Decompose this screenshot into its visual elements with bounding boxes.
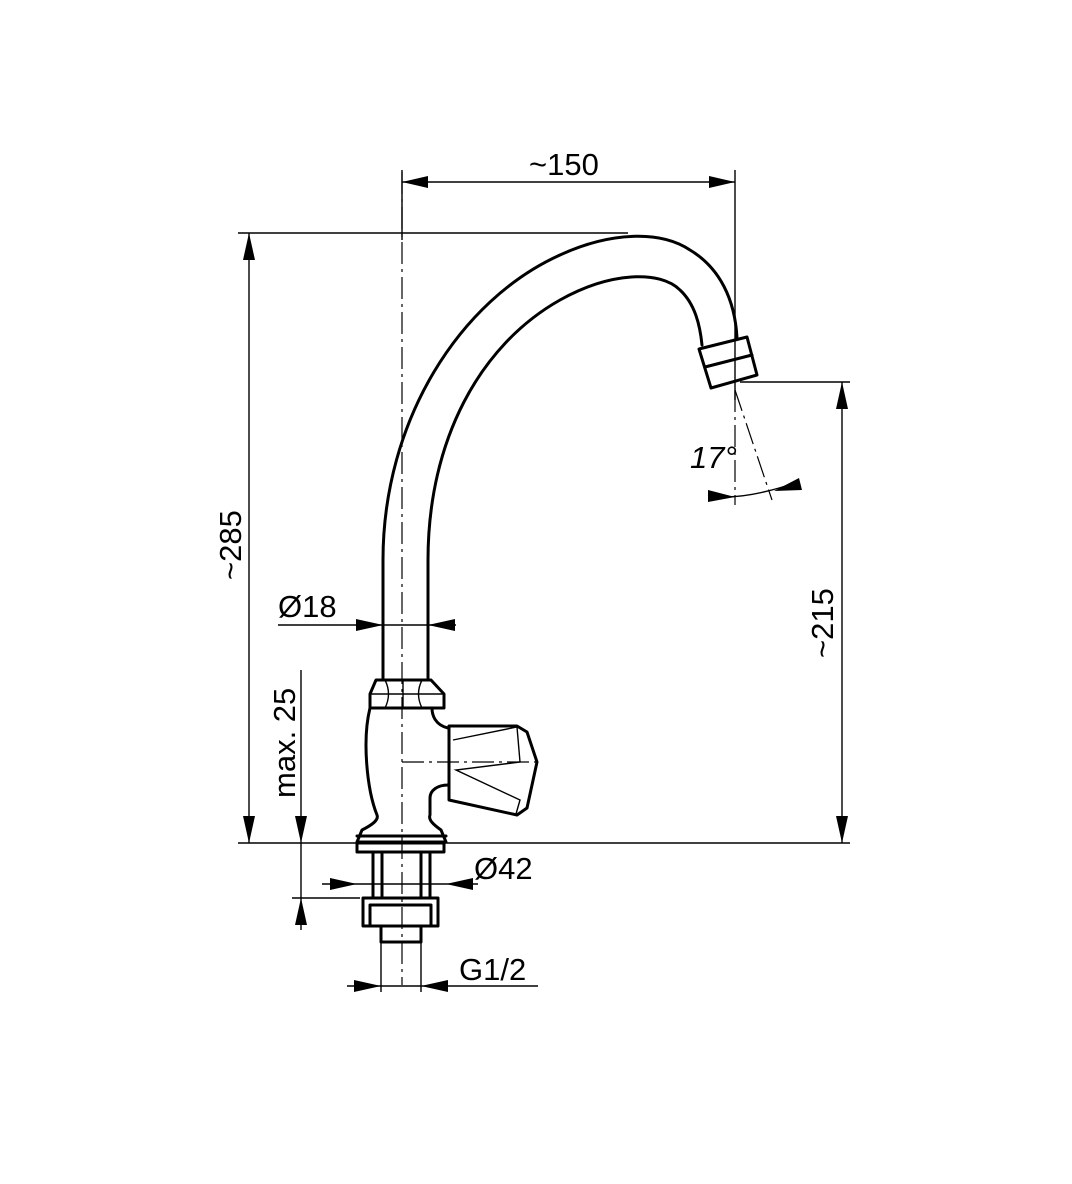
mounting-shank [355,841,446,944]
dimension-total-height [238,232,628,843]
dimension-spout-height [740,381,850,843]
base-diameter-label: Ø42 [474,851,533,886]
dimension-thread [347,942,538,992]
dimension-max-thickness [292,670,360,930]
aerator [697,335,759,390]
width-label: ~150 [529,147,599,182]
dimension-base-diameter [322,878,478,890]
max-thickness-label: max. 25 [267,688,302,798]
spout [381,234,739,680]
spout-nut [368,678,446,710]
spout-height-label: ~215 [805,588,840,658]
thread-label: G1/2 [459,952,526,987]
handle [402,724,540,817]
angle-indicator [707,389,802,505]
angle-label: 17° [690,440,737,475]
valve-body [355,706,450,844]
spout-diameter-label: Ø18 [278,589,337,624]
dimension-width [401,170,736,400]
total-height-label: ~285 [213,510,248,580]
dimension-spout-diameter [278,619,456,631]
